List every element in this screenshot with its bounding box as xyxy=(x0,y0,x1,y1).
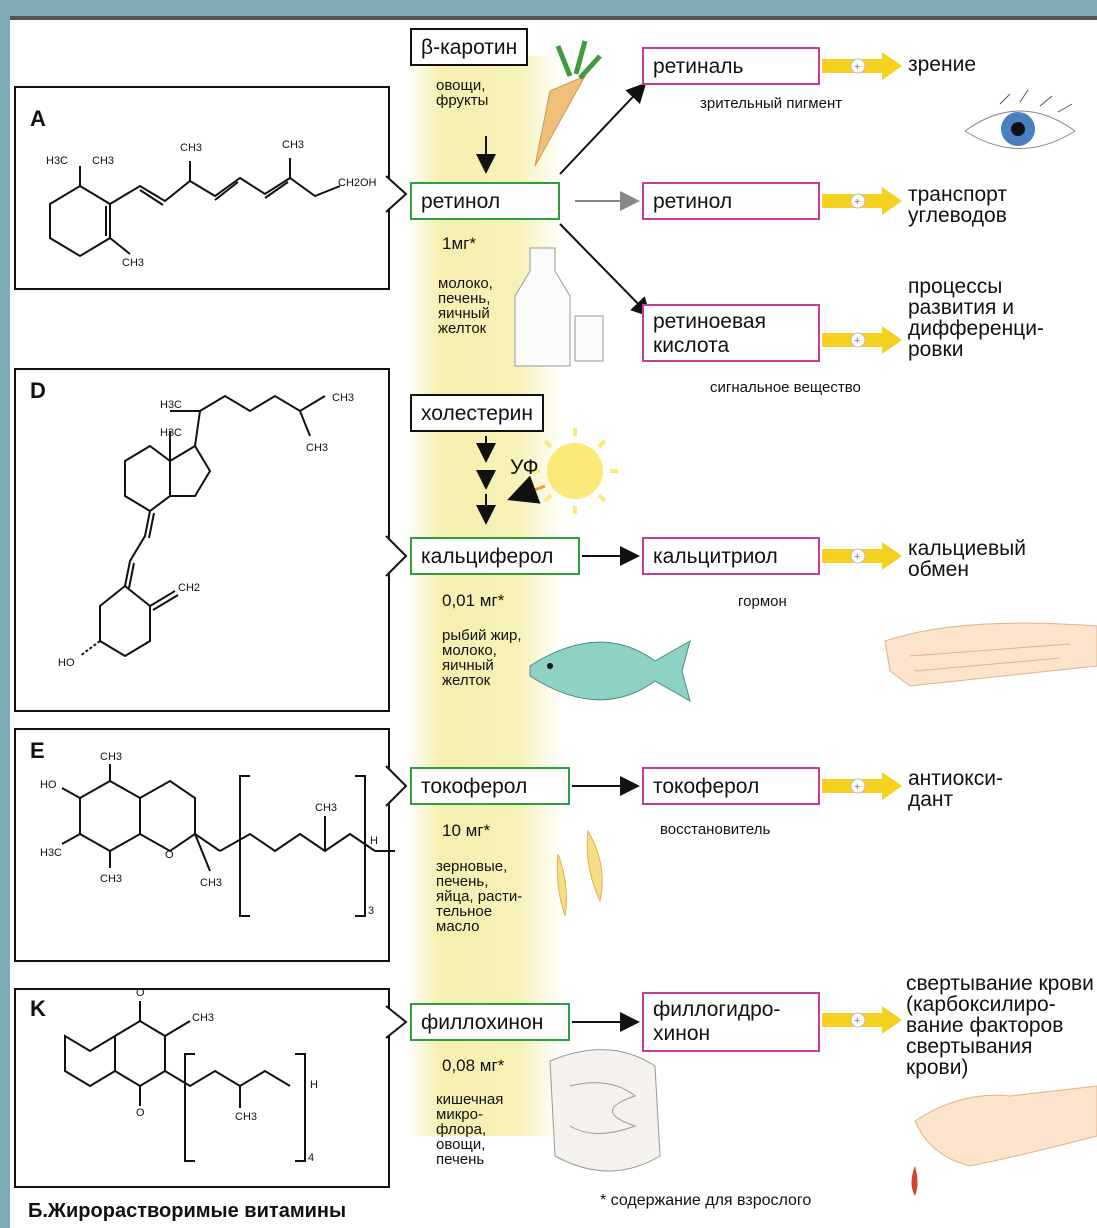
sun-icon xyxy=(507,428,618,514)
retinoic-note: сигнальное вещество xyxy=(710,379,861,396)
figure-caption: Б.Жирорастворимые витамины xyxy=(28,1200,347,1222)
intestine-icon xyxy=(549,1049,661,1172)
phylloquinone-box: филлохинон xyxy=(410,1003,570,1041)
label-ch3-e1: CH3 xyxy=(100,751,122,763)
carrot-icon xyxy=(534,40,602,167)
label-ch3-a3: CH3 xyxy=(282,139,304,151)
tocopherol-sources: зерновые, печень, яйца, расти-тельное ма… xyxy=(436,858,523,935)
retinol-dose: 1мг* xyxy=(442,234,476,253)
source-strip xyxy=(408,56,563,1136)
label-h3c-d1: H3C xyxy=(160,399,182,411)
svg-text:+: + xyxy=(854,781,860,793)
retinal-box: ретиналь xyxy=(642,47,820,85)
fish-icon xyxy=(529,639,691,703)
calciferol-sources: рыбий жир, молоко, яичный желток xyxy=(442,627,522,689)
uv-label: УФ xyxy=(510,456,539,479)
wheat-icon xyxy=(556,829,603,917)
svg-text:+: + xyxy=(854,1015,860,1027)
arm-bones-icon xyxy=(884,622,1097,687)
label-h3c-a: H3C xyxy=(46,155,68,167)
calcitriol-effect: кальциевый обмен xyxy=(908,537,1026,581)
tocopherol-product-box: токоферол xyxy=(642,767,820,805)
tocopherol-box: токоферол xyxy=(410,767,570,805)
label-o-k1: O xyxy=(136,987,145,999)
label-o-k2: O xyxy=(136,1107,145,1119)
label-h-e: H xyxy=(370,835,378,847)
retinol-structure xyxy=(49,158,341,258)
label-ch3-e3: CH3 xyxy=(200,877,222,889)
label-ch3-a4: CH3 xyxy=(122,257,144,269)
label-h3c-e: H3C xyxy=(40,847,62,859)
tocopherol-structure xyxy=(61,764,395,917)
calciferol-dose: 0,01 мг* xyxy=(442,591,505,610)
calciferol-structure xyxy=(79,394,326,658)
carotene-source: овощи, фрукты xyxy=(436,77,489,109)
letter-a: A xyxy=(30,106,46,131)
retinol-product-box: ретинол xyxy=(642,182,820,220)
letter-e: E xyxy=(30,738,45,763)
diagram-graphics: H3C CH3 CH3 CH3 CH2OH CH3 H3C H3C CH3 CH… xyxy=(40,40,1097,1196)
label-ch3-d1: CH3 xyxy=(332,392,354,404)
phyllohydroquinone-box: филлогидро-хинон xyxy=(642,992,820,1052)
label-ch3-k2: CH3 xyxy=(235,1111,257,1123)
label-ch3-a2: CH3 xyxy=(180,142,202,154)
tocopherol-dose: 10 мг* xyxy=(442,821,491,840)
pathway-arrows xyxy=(476,82,652,1032)
label-ch3-e4: CH3 xyxy=(315,802,337,814)
retinol-sources: молоко, печень, яичный желток xyxy=(438,275,493,337)
phylloquinone-sources: кишечная микро-флора, овощи, печень xyxy=(436,1091,504,1168)
label-ch3-d2: CH3 xyxy=(306,442,328,454)
cholesterol-box: холестерин xyxy=(410,394,544,432)
calcitriol-box: кальцитриол xyxy=(642,537,820,575)
page: A D E K H3C CH3 xyxy=(10,16,1097,1228)
label-o-e: O xyxy=(165,849,174,861)
label-3-e: 3 xyxy=(368,905,374,917)
label-ch3-k1: CH3 xyxy=(192,1012,214,1024)
milk-bottle-icon xyxy=(514,247,604,367)
phylloquinone-effect: свертывание крови (карбоксилиро-вание фа… xyxy=(906,972,1094,1079)
label-ho-e: HO xyxy=(40,779,57,791)
retinol-effect: транспорт углеводов xyxy=(908,183,1007,227)
retinal-note: зрительный пигмент xyxy=(700,95,843,112)
letter-d: D xyxy=(30,378,46,403)
retinoic-acid-box: ретиноевая кислота xyxy=(642,304,820,362)
retinoic-effect: процессы развития и дифференци-ровки xyxy=(908,275,1044,361)
label-h-k: H xyxy=(310,1079,318,1091)
bleeding-finger-icon xyxy=(911,1085,1097,1196)
label-ho-d: HO xyxy=(58,657,75,669)
phylloquinone-dose: 0,08 мг* xyxy=(442,1056,505,1075)
panel-pointers xyxy=(385,175,408,1039)
label-h3c-d2: H3C xyxy=(160,427,182,439)
label-ch3-a1: CH3 xyxy=(92,155,114,167)
tocopherol-note: восстановитель xyxy=(660,821,771,838)
label-4-k: 4 xyxy=(308,1152,314,1164)
label-ch2oh: CH2OH xyxy=(338,177,377,189)
label-ch2-d: CH2 xyxy=(178,582,200,594)
retinal-effect: зрение xyxy=(908,53,976,76)
tocopherol-effect: антиокси-дант xyxy=(908,767,1003,811)
calcitriol-note: гормон xyxy=(738,593,787,610)
eye-icon xyxy=(964,89,1076,149)
svg-text:+: + xyxy=(854,335,860,347)
svg-text:+: + xyxy=(854,196,860,208)
svg-text:+: + xyxy=(854,61,860,73)
effect-arrows: + + + + + xyxy=(822,52,902,1034)
label-ch3-e2: CH3 xyxy=(100,873,122,885)
letter-k: K xyxy=(30,996,46,1021)
panel-k xyxy=(14,988,390,1188)
retinol-box: ретинол xyxy=(410,182,560,220)
panel-e xyxy=(14,728,390,962)
svg-text:+: + xyxy=(854,551,860,563)
beta-carotene-box: β-каротин xyxy=(410,28,529,66)
phylloquinone-structure xyxy=(64,1001,306,1162)
top-border xyxy=(10,16,1097,20)
footnote: * содержание для взрослого xyxy=(600,1192,812,1209)
calciferol-box: кальциферол xyxy=(410,537,580,575)
